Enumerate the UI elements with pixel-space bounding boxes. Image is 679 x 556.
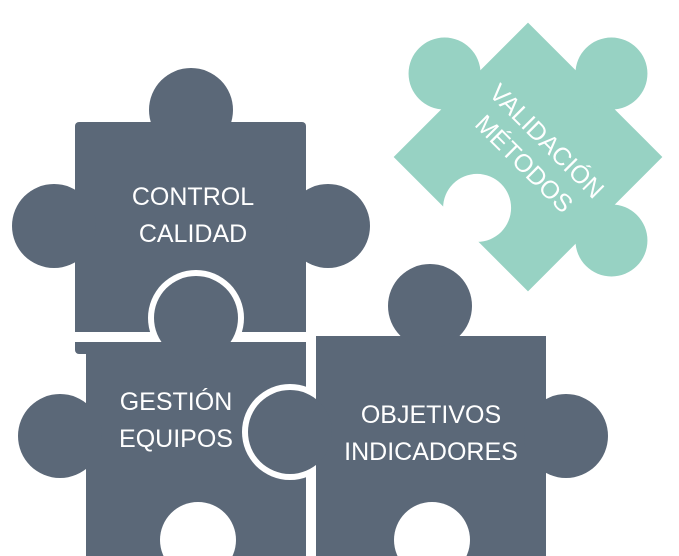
piece-control-calidad: CONTROL CALIDAD — [12, 68, 370, 354]
piece-objetivos-indicadores: OBJETIVOS INDICADORES — [248, 264, 608, 556]
piece-gestion-equipos-label-1: GESTIÓN — [120, 387, 233, 416]
piece-control-calidad-label-2: CALIDAD — [139, 220, 247, 248]
piece-objetivos-indicadores-label-2: INDICADORES — [344, 438, 518, 466]
piece-gestion-equipos: GESTIÓN EQUIPOS — [18, 276, 308, 556]
piece-gestion-equipos-notch — [160, 502, 236, 556]
piece-gestion-equipos-label-2: EQUIPOS — [119, 425, 233, 453]
piece-validacion-metodos-notch — [443, 173, 512, 242]
piece-validacion-metodos: VALIDACIÓN MÉTODOS — [393, 22, 663, 292]
piece-objetivos-indicadores-label-1: OBJETIVOS — [361, 401, 501, 429]
piece-control-calidad-label-1: CONTROL — [132, 183, 254, 211]
piece-objetivos-indicadores-notch — [394, 502, 470, 556]
piece-control-calidad-shape — [12, 68, 370, 354]
